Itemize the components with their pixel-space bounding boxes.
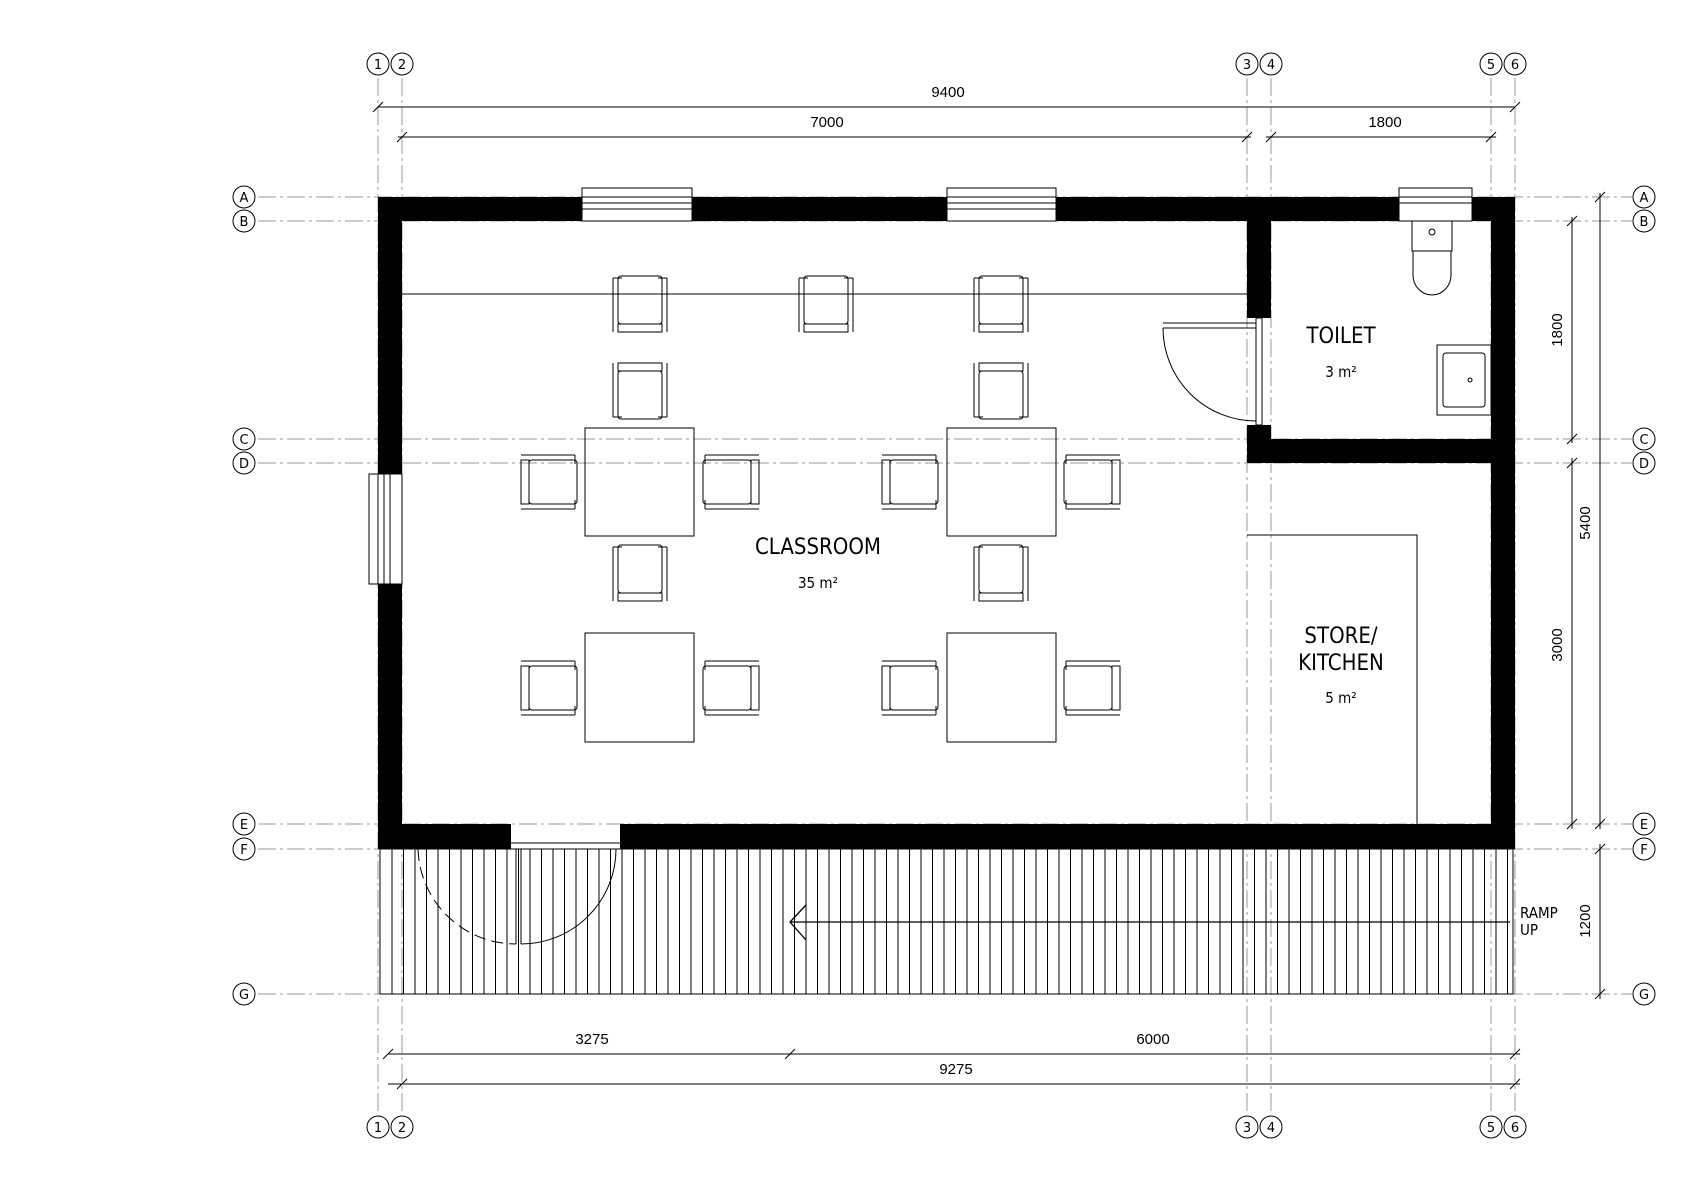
toilet-area: 3 m² bbox=[1325, 363, 1356, 381]
store-name-line1: STORE/ bbox=[1304, 624, 1377, 649]
grid-row-label: A bbox=[1640, 191, 1649, 206]
dim-right-store: 3000 bbox=[1549, 628, 1566, 661]
grid-row-label: F bbox=[1640, 843, 1647, 858]
dim-top-overall: 9400 bbox=[931, 84, 964, 101]
toilet-name: TOILET bbox=[1305, 324, 1376, 349]
dim-right-toilet: 1800 bbox=[1549, 313, 1566, 346]
dimension-lines bbox=[372, 101, 1606, 1090]
chair bbox=[1063, 454, 1121, 510]
store-name-line2: KITCHEN bbox=[1298, 651, 1384, 676]
chair bbox=[881, 454, 939, 510]
grid-row-label: E bbox=[1640, 818, 1648, 833]
table bbox=[946, 427, 1057, 537]
room-labels: CLASSROOM 35 m² TOILET 3 m² STORE/ KITCH… bbox=[755, 324, 1384, 707]
grid-col-label: 1 bbox=[374, 1121, 382, 1136]
grid-col-label: 2 bbox=[398, 1121, 406, 1136]
grid-row-label: A bbox=[240, 191, 249, 206]
chair bbox=[520, 454, 578, 510]
table bbox=[946, 632, 1057, 743]
chair bbox=[973, 544, 1029, 602]
grid-row-label: G bbox=[239, 988, 249, 1003]
grid-rows-left: A B C D E F G bbox=[232, 185, 256, 1006]
grid-col-label: 3 bbox=[1243, 58, 1251, 73]
grid-rows-right: A B C D E F G bbox=[1632, 185, 1656, 1006]
dim-right-overall: 5400 bbox=[1577, 506, 1594, 539]
chair bbox=[612, 362, 668, 420]
chair bbox=[881, 660, 939, 716]
grid-col-label: 5 bbox=[1487, 58, 1495, 73]
grid-col-label: 4 bbox=[1267, 58, 1275, 73]
chair bbox=[973, 275, 1029, 333]
grid-row-label: D bbox=[239, 457, 249, 472]
classroom-name: CLASSROOM bbox=[755, 535, 881, 560]
dim-bottom-overall: 9275 bbox=[939, 1061, 972, 1078]
dim-top-left: 7000 bbox=[810, 114, 843, 131]
grid-col-label: 2 bbox=[398, 58, 406, 73]
walls bbox=[378, 197, 1515, 849]
dim-bottom-right: 6000 bbox=[1136, 1031, 1169, 1048]
store-area: 5 m² bbox=[1325, 689, 1356, 707]
grid-columns-top: 1 2 3 4 5 6 bbox=[366, 52, 1527, 76]
chair bbox=[612, 275, 668, 333]
dimension-labels: 9400 7000 1800 3275 6000 9275 1800 3000 … bbox=[575, 84, 1594, 1078]
grid-col-label: 6 bbox=[1511, 58, 1519, 73]
chair bbox=[702, 454, 760, 510]
chair bbox=[973, 362, 1029, 420]
dim-right-ramp: 1200 bbox=[1577, 904, 1594, 937]
grid-row-label: E bbox=[240, 818, 248, 833]
dim-bottom-left: 3275 bbox=[575, 1031, 608, 1048]
ramp-label-line1: RAMP bbox=[1520, 904, 1558, 922]
chair bbox=[702, 660, 760, 716]
windows bbox=[368, 187, 1473, 585]
grid-lines bbox=[258, 78, 1632, 1112]
chair bbox=[1063, 660, 1121, 716]
ramp-label-line2: UP bbox=[1520, 921, 1538, 939]
grid-row-label: C bbox=[239, 433, 248, 448]
kitchen-counter bbox=[1247, 534, 1418, 824]
grid-col-label: 1 bbox=[374, 58, 382, 73]
chair bbox=[520, 660, 578, 716]
classroom-area: 35 m² bbox=[798, 574, 838, 592]
grid-col-label: 6 bbox=[1511, 1121, 1519, 1136]
grid-col-label: 4 bbox=[1267, 1121, 1275, 1136]
classroom-furniture bbox=[520, 275, 1121, 743]
toilet-fixtures bbox=[1411, 220, 1492, 416]
grid-col-label: 3 bbox=[1243, 1121, 1251, 1136]
grid-row-label: B bbox=[240, 215, 249, 230]
chair bbox=[798, 275, 854, 333]
grid-row-label: B bbox=[1640, 215, 1649, 230]
grid-row-label: G bbox=[1639, 988, 1649, 1003]
grid-row-label: F bbox=[240, 843, 247, 858]
grid-col-label: 5 bbox=[1487, 1121, 1495, 1136]
table bbox=[584, 632, 695, 743]
doors bbox=[417, 317, 1263, 945]
dim-top-right: 1800 bbox=[1368, 114, 1401, 131]
grid-columns-bottom: 1 2 3 4 5 6 bbox=[366, 1115, 1527, 1139]
chair bbox=[612, 544, 668, 602]
ramp-deck: RAMP UP bbox=[379, 848, 1558, 995]
table bbox=[584, 427, 695, 537]
grid-row-label: D bbox=[1639, 457, 1649, 472]
grid-row-label: C bbox=[1639, 433, 1648, 448]
